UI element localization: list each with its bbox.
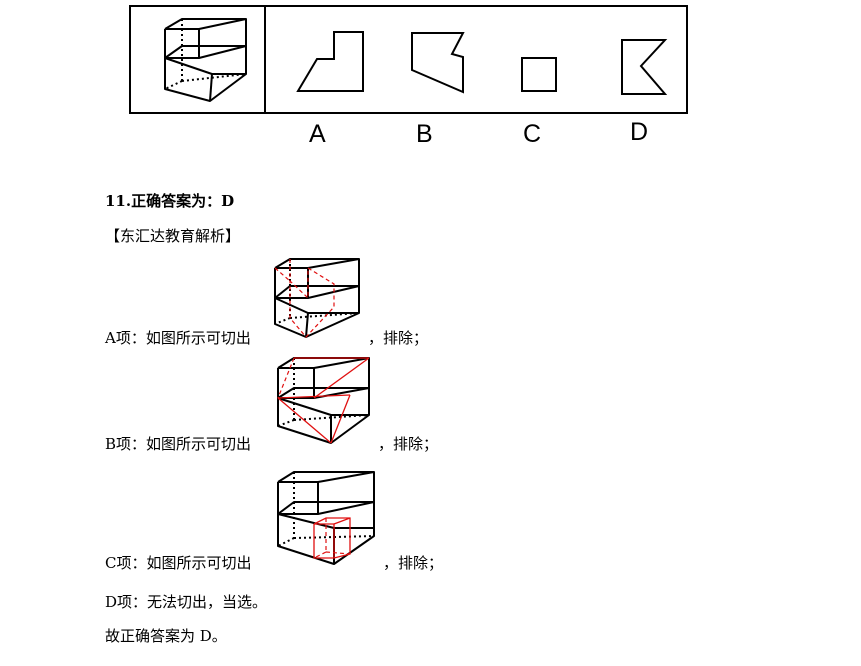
item-b-prefix: B项：如图所示可切出 <box>105 435 252 453</box>
answer-heading: 11.正确答案为：D <box>105 192 235 210</box>
question-figure <box>129 5 688 114</box>
item-a-figure <box>274 258 360 338</box>
option-letter-d: D <box>630 118 649 146</box>
item-c-prefix: C项：如图所示可切出 <box>105 554 252 572</box>
item-c-suffix: ，排除； <box>383 554 444 572</box>
solid-figure <box>164 18 247 102</box>
item-d-text: D项：无法切出，当选。 <box>105 593 268 611</box>
item-a-suffix: ，排除； <box>368 329 429 347</box>
option-letter-a: A <box>309 120 326 148</box>
option-b-shape <box>411 32 465 94</box>
source-tag: 【东汇达教育解析】 <box>105 227 241 245</box>
item-b-figure <box>277 357 370 444</box>
item-a-prefix: A项：如图所示可切出 <box>105 329 251 347</box>
option-a-shape <box>296 31 364 92</box>
item-b-suffix: ，排除； <box>378 435 439 453</box>
option-letter-c: C <box>523 120 542 148</box>
solid-figure-hidden-edges <box>164 19 247 90</box>
option-c-shape <box>521 57 557 92</box>
conclusion: 故正确答案为 D。 <box>105 627 227 645</box>
figure-frame <box>129 5 688 114</box>
item-c-figure <box>277 471 375 565</box>
option-d-shape <box>621 39 668 95</box>
option-letter-b: B <box>416 120 433 148</box>
